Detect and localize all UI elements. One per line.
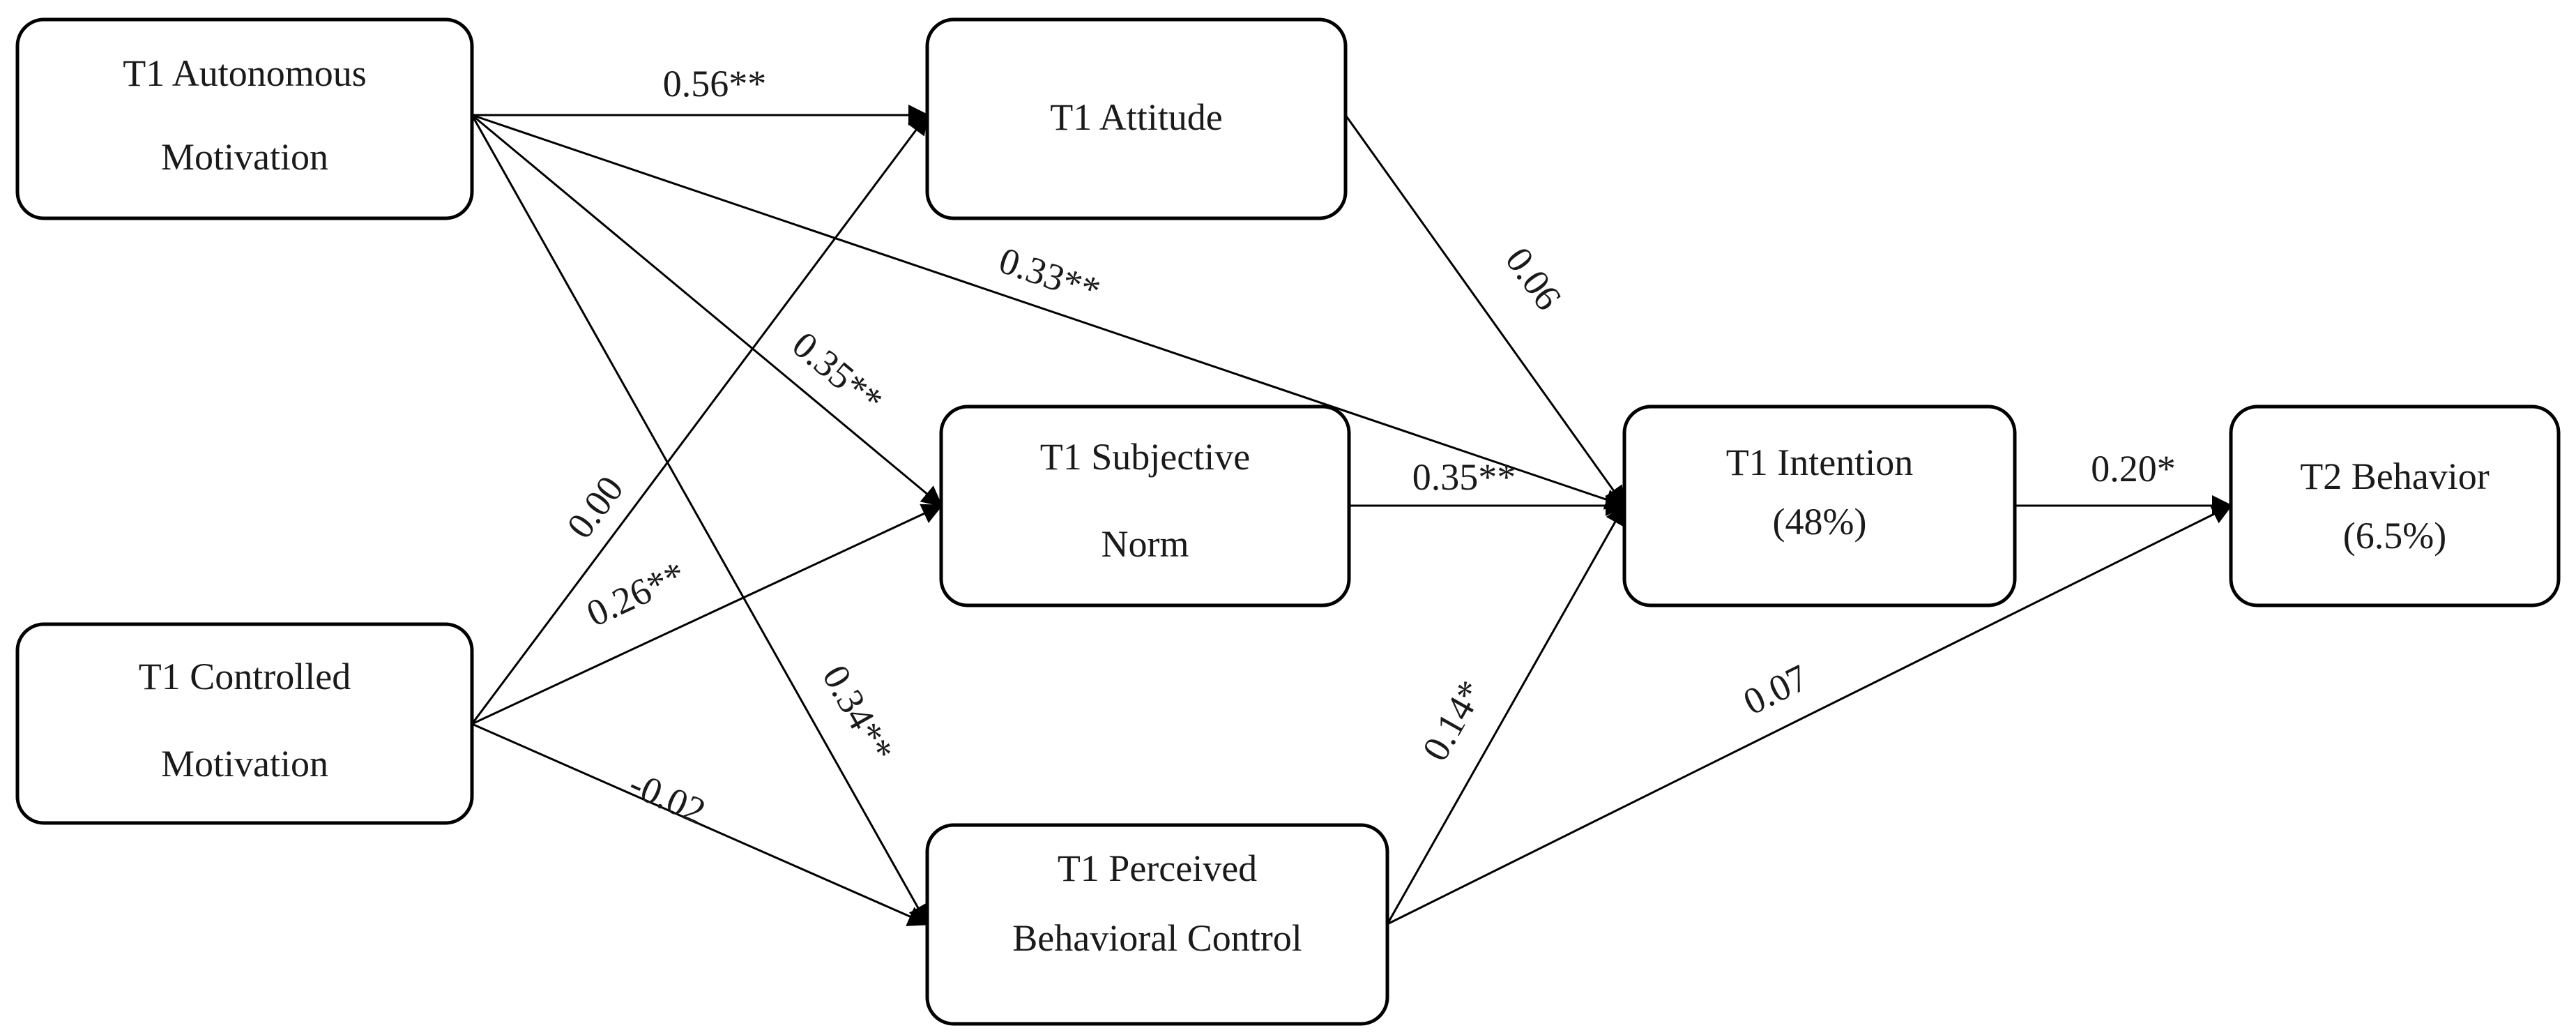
node-label-beh-1: (6.5%) (2343, 515, 2446, 557)
node-label-pbc-1: Behavioral Control (1012, 917, 1302, 959)
node-label-int-0: T1 Intention (1726, 441, 1913, 483)
node-box-auto (15, 17, 474, 220)
node-box-ctrl (15, 622, 474, 825)
node-box-att (925, 17, 1348, 220)
node-label-auto-0: T1 Autonomous (123, 52, 367, 94)
node-label-int-1: (48%) (1773, 501, 1867, 543)
node-label-ctrl-1: Motivation (161, 743, 328, 785)
edge-label-sn-int: 0.35** (1412, 456, 1516, 498)
edge-pbc-beh (1387, 504, 2233, 926)
edge-label-int-beh: 0.20* (2091, 448, 2176, 490)
node-label-ctrl-0: T1 Controlled (139, 656, 351, 697)
node-label-auto-1: Motivation (161, 136, 328, 178)
edge-ctrl-sn (471, 504, 943, 725)
edge-label-auto-att: 0.56** (663, 63, 767, 105)
edge-ctrl-pbc (471, 723, 929, 926)
node-label-att-0: T1 Attitude (1050, 96, 1222, 138)
node-att: T1 Attitude (925, 17, 1348, 220)
node-box-int (1622, 405, 2017, 607)
node-label-sn-1: Norm (1102, 523, 1189, 565)
edge-label-auto-sn: 0.35** (784, 324, 890, 422)
node-box-sn (939, 405, 1351, 607)
node-label-sn-0: T1 Subjective (1040, 436, 1250, 478)
node-box-pbc (925, 823, 1389, 1026)
edge-att-int (1344, 114, 1626, 508)
edge-label-pbc-beh: 0.07 (1737, 656, 1814, 723)
edge-label-auto-pbc: 0.34** (814, 658, 901, 769)
edge-label-ctrl-att: 0.00 (558, 468, 632, 546)
edge-label-auto-int: 0.33** (994, 239, 1106, 312)
edge-label-pbc-int: 0.14* (1414, 673, 1492, 767)
edges-layer (471, 105, 2233, 926)
edge-pbc-int (1386, 504, 1626, 925)
node-beh: T2 Behavior (6.5%) (2229, 405, 2561, 607)
node-int: T1 Intention (48%) (1622, 405, 2017, 607)
edge-label-ctrl-sn: 0.26** (580, 553, 692, 635)
edge-label-ctrl-pbc: -0.02 (623, 762, 712, 832)
edge-auto-int (471, 114, 1626, 510)
edge-ctrl-att (471, 113, 929, 725)
node-label-pbc-0: T1 Perceived (1058, 847, 1257, 889)
edge-auto-sn (471, 114, 943, 507)
node-label-beh-0: T2 Behavior (2300, 455, 2489, 497)
edge-auto-pbc (471, 114, 929, 926)
node-box-beh (2229, 405, 2561, 607)
edge-label-att-int: 0.06 (1497, 240, 1570, 318)
